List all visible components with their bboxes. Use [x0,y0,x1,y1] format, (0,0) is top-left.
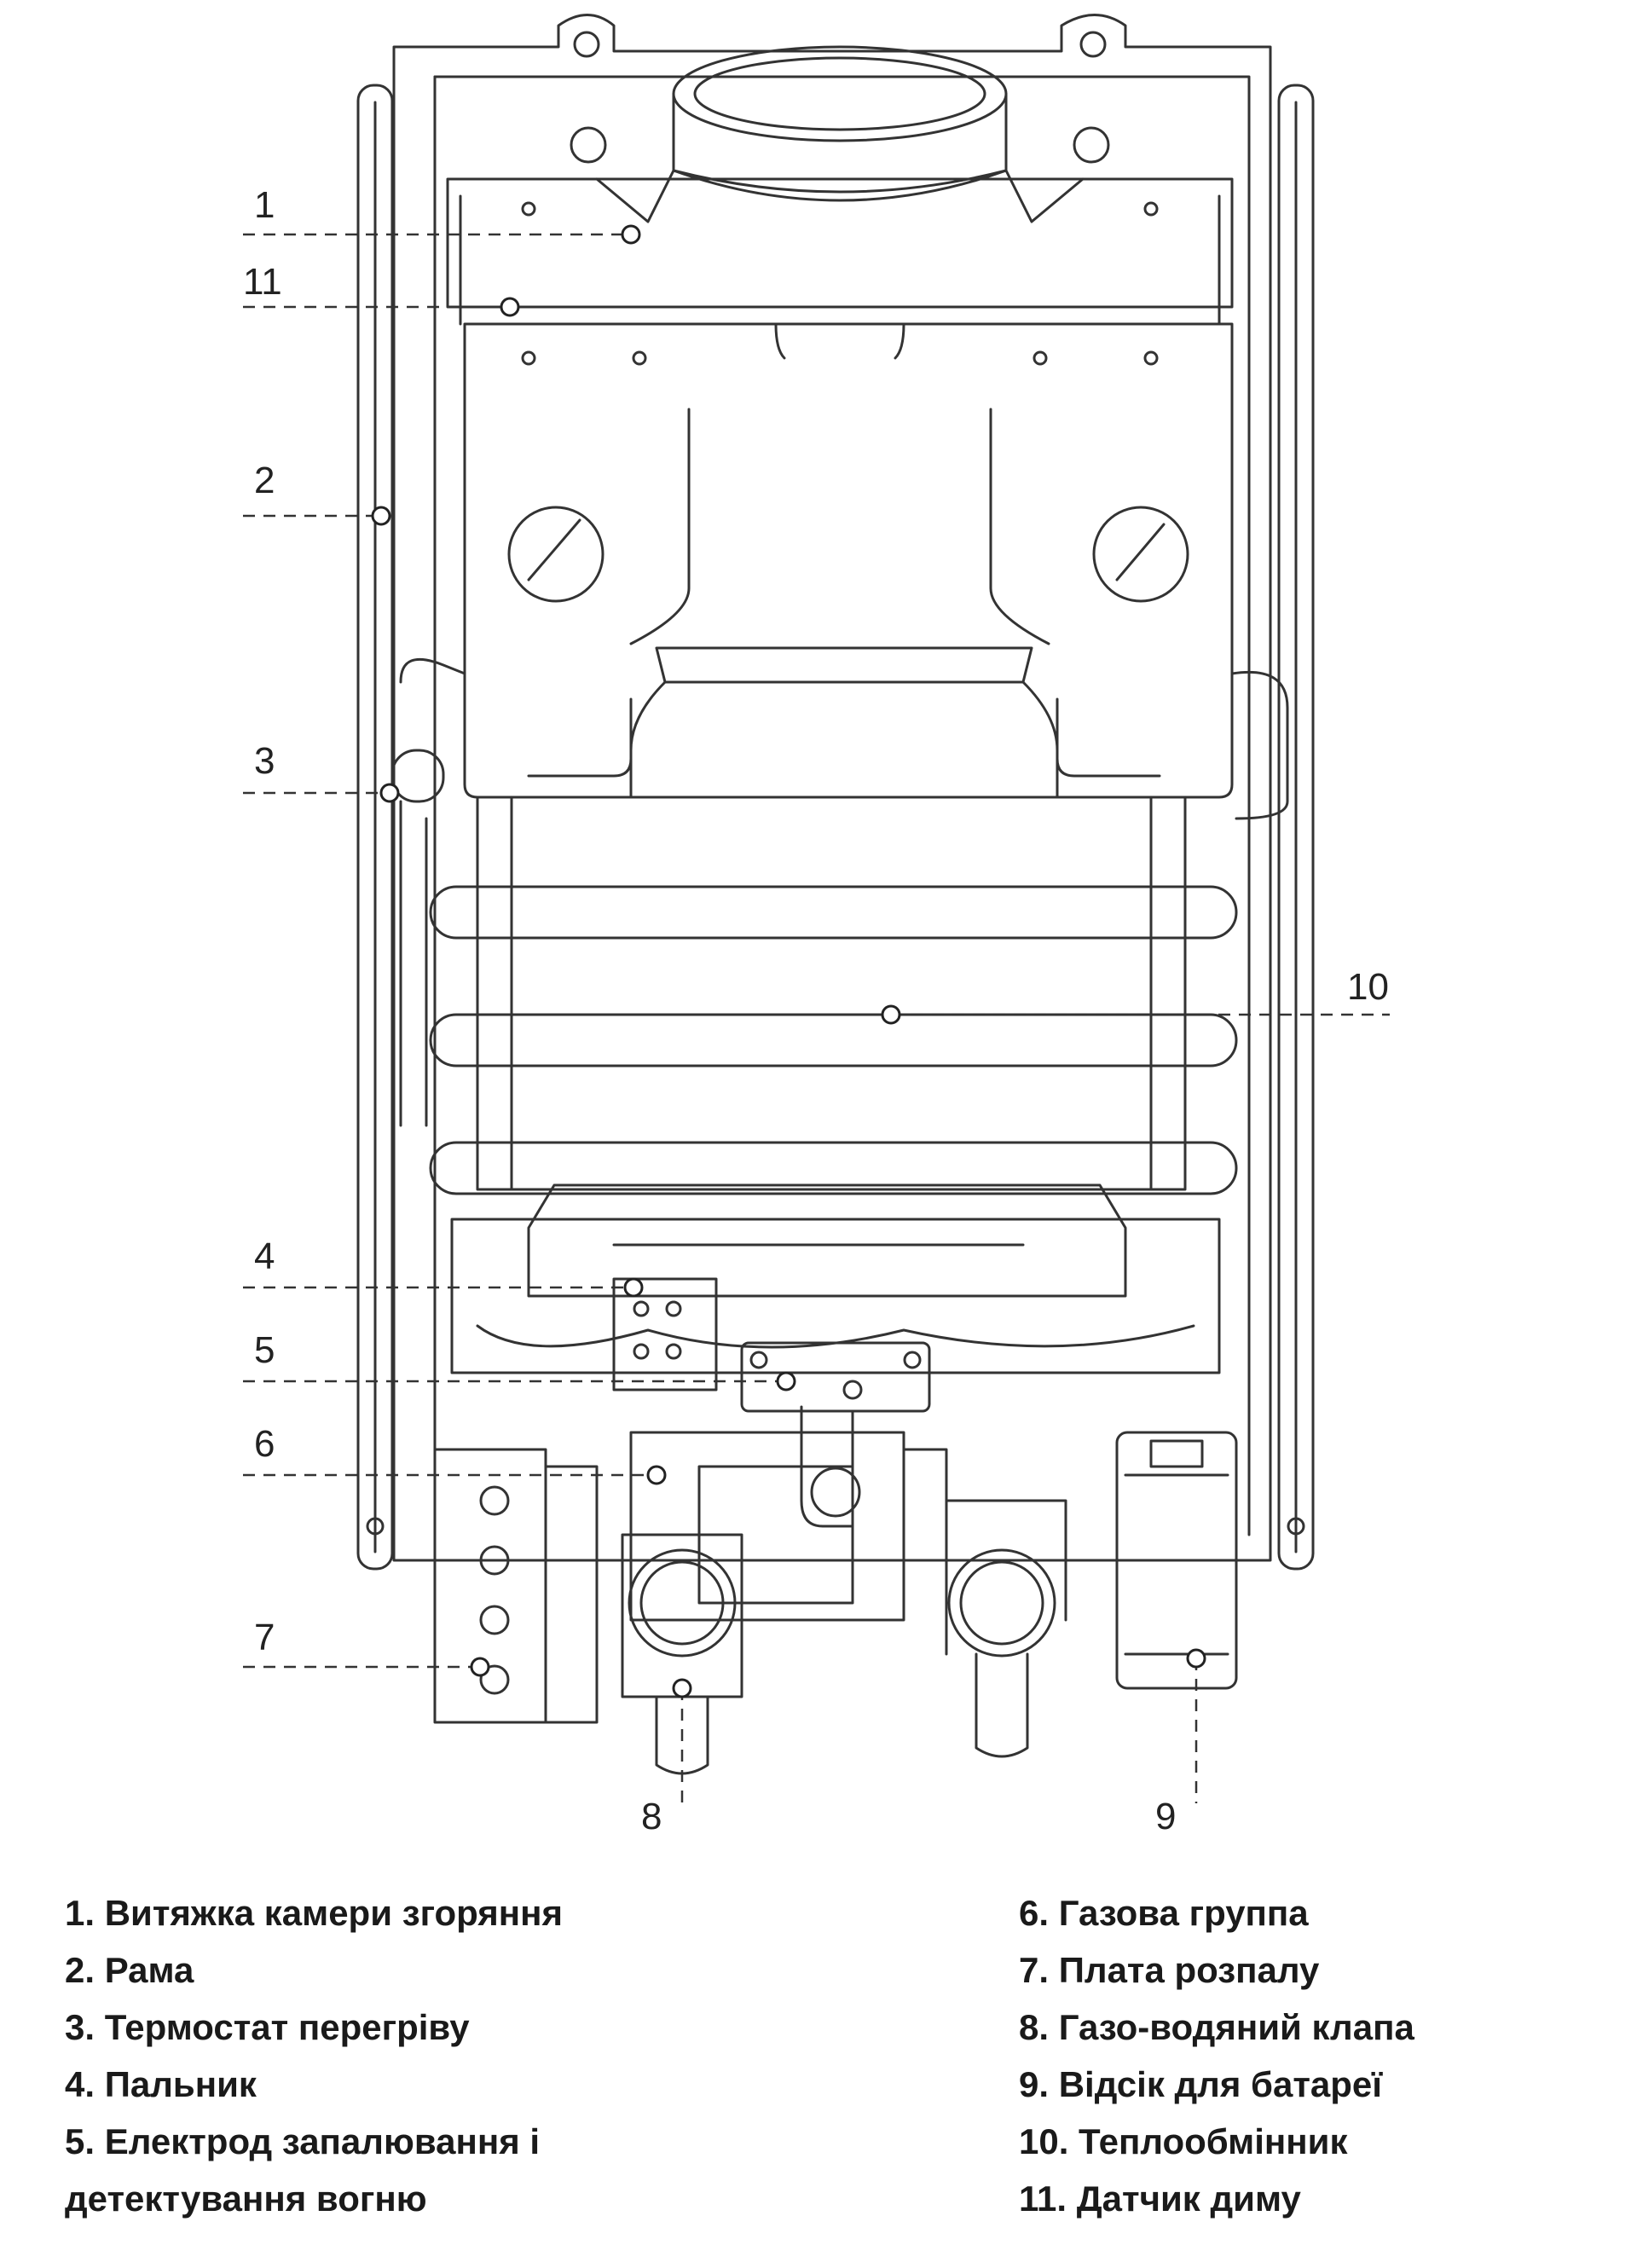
marker-1 [621,224,641,245]
marker-6 [646,1465,667,1485]
marker-3 [379,783,400,803]
flue-outlet [672,45,1008,202]
combustion-hood [446,126,1234,326]
mounting-bracket [392,14,1272,1562]
legend-item-5: 5. Електрод запалювання і детектування в… [65,2121,541,2219]
legend-item-9: 9. Відсік для батареї [1019,2064,1383,2104]
ignition-board [433,1448,599,1724]
callout-number-2: 2 [254,460,275,501]
legend-item-6: 6. Газова группа [1019,1893,1309,1933]
callout-number-11: 11 [243,261,282,303]
marker-7 [470,1657,490,1677]
legend-right-column: 6. Газова группа 7. Плата розпалу 8. Газ… [1019,1884,1616,2227]
callout-number-9: 9 [1155,1796,1176,1837]
marker-5 [776,1371,796,1391]
marker-11 [500,297,520,317]
battery-compartment [1115,1431,1238,1690]
gas-water-valve [621,1499,1067,1775]
callout-number-5: 5 [254,1329,275,1371]
legend-item-7: 7. Плата розпалу [1019,1950,1320,1990]
frame-rail-left [356,84,394,1571]
gas-valve-group [629,1405,948,1656]
legend-left-column: 1. Витяжка камери згоряння 2. Рама 3. Те… [65,1884,960,2227]
legend-item-8: 8. Газо-водяний клапа [1019,2007,1414,2047]
callout-number-1: 1 [254,184,275,226]
callout-number-7: 7 [254,1617,275,1658]
callout-number-8: 8 [641,1796,662,1837]
marker-4 [623,1277,644,1298]
marker-10 [881,1004,901,1025]
water-heater-diagram: 1 2 3 4 5 6 7 8 9 10 11 [243,14,1390,1837]
marker-9 [1186,1648,1206,1669]
burner [450,1183,1221,1391]
heat-exchanger [390,657,1289,1195]
callout-number-10: 10 [1347,966,1389,1008]
legend-item-3: 3. Термостат перегріву [65,2007,470,2047]
marker-8 [672,1678,692,1698]
legend-item-11: 11. Датчик диму [1019,2178,1301,2219]
legend-item-2: 2. Рама [65,1950,194,1990]
ignition-electrode [740,1341,931,1468]
legend-item-1: 1. Витяжка камери згоряння [65,1893,564,1933]
callout-number-4: 4 [254,1235,275,1277]
legend-item-10: 10. Теплообмінник [1019,2121,1348,2161]
callout-number-6: 6 [254,1423,275,1465]
front-cover [463,322,1234,799]
callout-number-3: 3 [254,740,275,782]
frame-rail-right [1277,84,1315,1571]
legend-item-4: 4. Пальник [65,2064,257,2104]
marker-2 [371,506,391,526]
